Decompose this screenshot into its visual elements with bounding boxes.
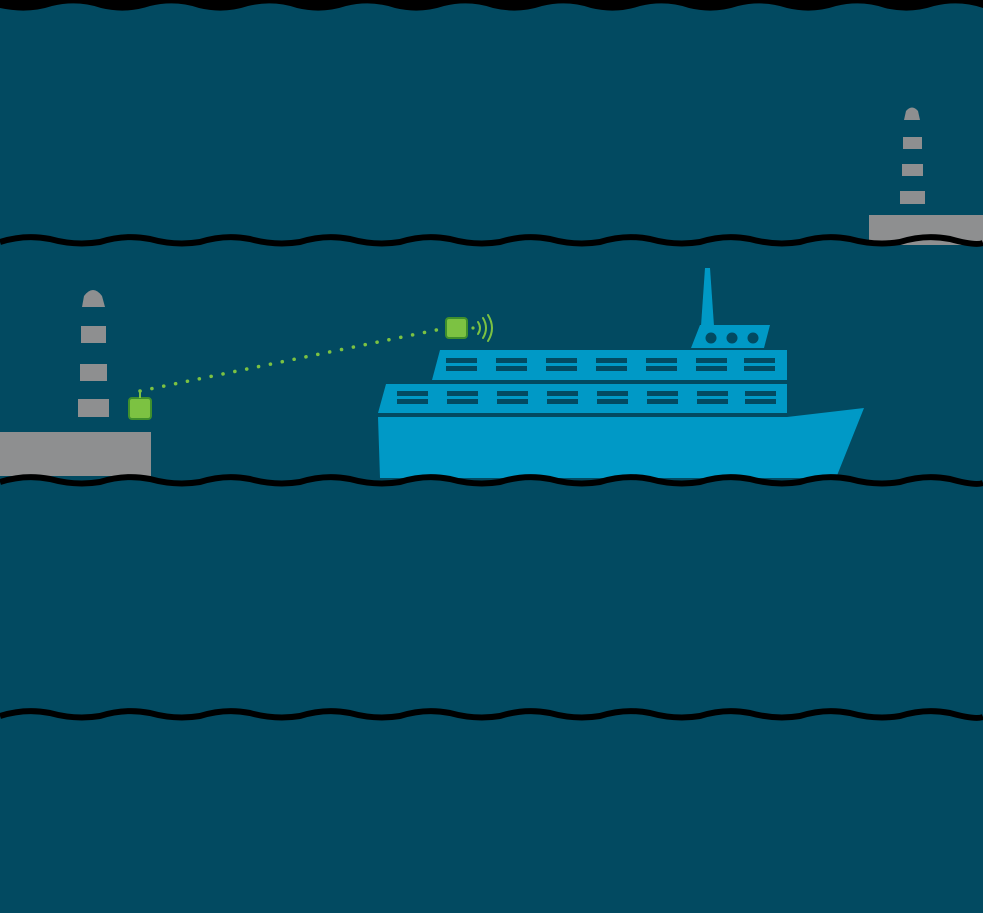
- ship-window: [447, 391, 478, 396]
- ship-window: [646, 358, 677, 363]
- ship-window: [397, 391, 428, 396]
- tracker-device-icon: [446, 318, 467, 338]
- ship-window: [597, 399, 628, 404]
- ship-window: [547, 399, 578, 404]
- ship-window: [696, 366, 727, 371]
- ship-window: [446, 366, 477, 371]
- ship-window: [745, 399, 776, 404]
- ship-window: [397, 399, 428, 404]
- ship-window: [497, 391, 528, 396]
- ship-window: [744, 366, 775, 371]
- ship-window: [647, 391, 678, 396]
- ship-window: [697, 391, 728, 396]
- ship-window: [697, 399, 728, 404]
- ship-window: [447, 399, 478, 404]
- ship-window: [744, 358, 775, 363]
- ship-window: [496, 358, 527, 363]
- ship-window: [696, 358, 727, 363]
- ship-window: [647, 399, 678, 404]
- ship-window: [646, 366, 677, 371]
- pier-left: [0, 432, 151, 476]
- ship-window: [597, 391, 628, 396]
- ship-window: [446, 358, 477, 363]
- ship-window: [596, 366, 627, 371]
- ship-window: [745, 391, 776, 396]
- ship-window: [546, 366, 577, 371]
- ship-window: [496, 366, 527, 371]
- ship-window: [596, 358, 627, 363]
- ship-window: [497, 399, 528, 404]
- ship-window: [546, 358, 577, 363]
- ship-window: [547, 391, 578, 396]
